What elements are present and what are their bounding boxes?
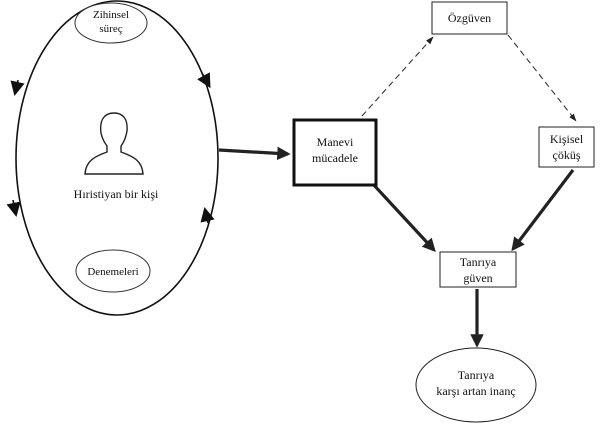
node-zihinsel-surec: Zihinsel süreç xyxy=(74,2,148,44)
node-manevi-mucadele-line-2: mücadele xyxy=(312,151,358,165)
node-zihinsel-surec-line-2: süreç xyxy=(99,23,122,35)
cycle-arrow-left-upper xyxy=(10,79,25,97)
node-zihinsel-surec-line-1: Zihinsel xyxy=(93,9,129,21)
cycle-ellipse xyxy=(15,0,219,316)
cycle-arrow-right-lower xyxy=(200,206,215,224)
node-kisisel-cokus: Kişisel çöküş xyxy=(538,126,595,168)
node-tanriya-karsi-artan-inanc: Tanrıya karşı artan inanç xyxy=(415,347,537,423)
node-kisisel-cokus-line-1: Kişisel xyxy=(550,132,584,146)
node-denemeleri: Denemeleri xyxy=(75,249,151,293)
person-label: Hıristiyan bir kişi xyxy=(74,187,159,201)
node-manevi-mucadele-line-1: Manevi xyxy=(317,135,354,149)
node-artan-inanc-line-2: karşı artan inanç xyxy=(436,384,515,398)
node-ozguven-label: Özgüven xyxy=(448,11,491,25)
node-tanriya-guven-line-2: güven xyxy=(463,271,492,285)
edge-kisisel-to-tanriya-guven xyxy=(511,169,575,252)
node-tanriya-guven-line-1: Tanrıya xyxy=(460,255,497,269)
cycle-arrow-left-lower xyxy=(6,199,21,218)
person-icon xyxy=(84,112,144,175)
node-kisisel-cokus-line-2: çöküş xyxy=(553,148,581,162)
edge-manevi-to-tanriya-guven xyxy=(370,181,436,252)
node-tanriya-guven: Tanrıya güven xyxy=(439,251,517,288)
node-ozguven: Özgüven xyxy=(431,1,508,35)
node-denemeleri-label: Denemeleri xyxy=(87,266,138,278)
cycle-arrow-right-upper xyxy=(197,72,211,89)
edge-manevi-to-ozguven xyxy=(361,36,434,117)
node-artan-inanc-line-1: Tanrıya xyxy=(458,368,495,382)
node-manevi-mucadele: Manevi mücadele xyxy=(292,118,378,187)
edge-ozguven-to-kisisel xyxy=(507,34,577,122)
edge-cycle-to-manevi xyxy=(218,146,291,161)
